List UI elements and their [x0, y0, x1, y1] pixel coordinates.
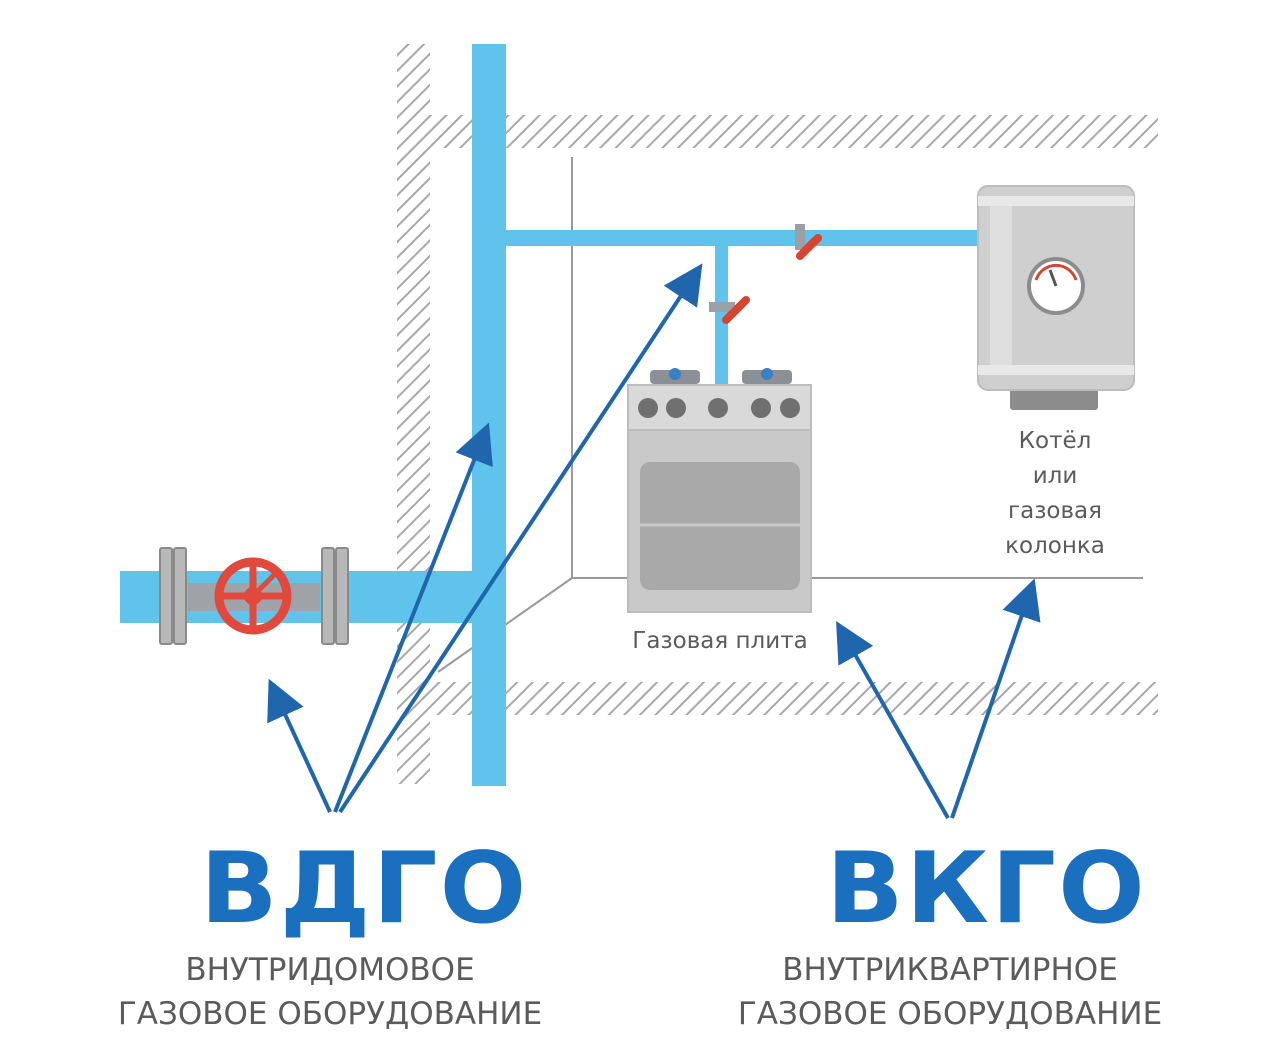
- arrow-icon: [836, 621, 950, 819]
- wall-vertical: [397, 44, 430, 784]
- vkgo-subtitle: ВНУТРИКВАРТИРНОЕ ГАЗОВОЕ ОБОРУДОВАНИЕ: [710, 948, 1190, 1036]
- stove-label: Газовая плита: [632, 628, 808, 654]
- vkgo-arrows: [836, 578, 1041, 819]
- arrow-icon: [267, 678, 332, 813]
- vkgo-subtitle-line1: ВНУТРИКВАРТИРНОЕ: [782, 952, 1118, 988]
- boiler-label-line: газовая: [1008, 498, 1102, 524]
- vdgo-arrows: [267, 263, 703, 814]
- vdgo-subtitle: ВНУТРИДОМОВОЕ ГАЗОВОЕ ОБОРУДОВАНИЕ: [90, 948, 570, 1036]
- shutoff-valve-icon: [795, 224, 822, 260]
- boiler-label-line: колонка: [1005, 533, 1105, 559]
- wall-ceiling: [430, 115, 1158, 148]
- gas-riser: [472, 44, 506, 786]
- vdgo-subtitle-line1: ВНУТРИДОМОВОЕ: [185, 952, 475, 988]
- vdgo-title: ВДГО: [200, 832, 529, 946]
- branch-pipe: [506, 230, 978, 246]
- wall-floor: [430, 682, 1158, 715]
- gas-pipes: [120, 44, 978, 786]
- boiler-label: Котёл или газовая колонка: [990, 424, 1120, 564]
- arrow-icon: [338, 263, 703, 814]
- pressure-gauge-icon: [1027, 257, 1085, 315]
- vkgo-title: ВКГО: [826, 832, 1147, 946]
- main-valve-icon: [214, 557, 292, 635]
- shutoff-valve-icon: [709, 296, 750, 324]
- vkgo-subtitle-line2: ГАЗОВОЕ ОБОРУДОВАНИЕ: [737, 996, 1163, 1032]
- gas-stove-icon: [627, 368, 812, 613]
- boiler-label-line: или: [1032, 463, 1078, 489]
- arrow-icon: [333, 422, 493, 813]
- vdgo-subtitle-line2: ГАЗОВОЕ ОБОРУДОВАНИЕ: [117, 996, 543, 1032]
- arrow-icon: [950, 578, 1041, 819]
- boiler-label-line: Котёл: [1018, 428, 1092, 454]
